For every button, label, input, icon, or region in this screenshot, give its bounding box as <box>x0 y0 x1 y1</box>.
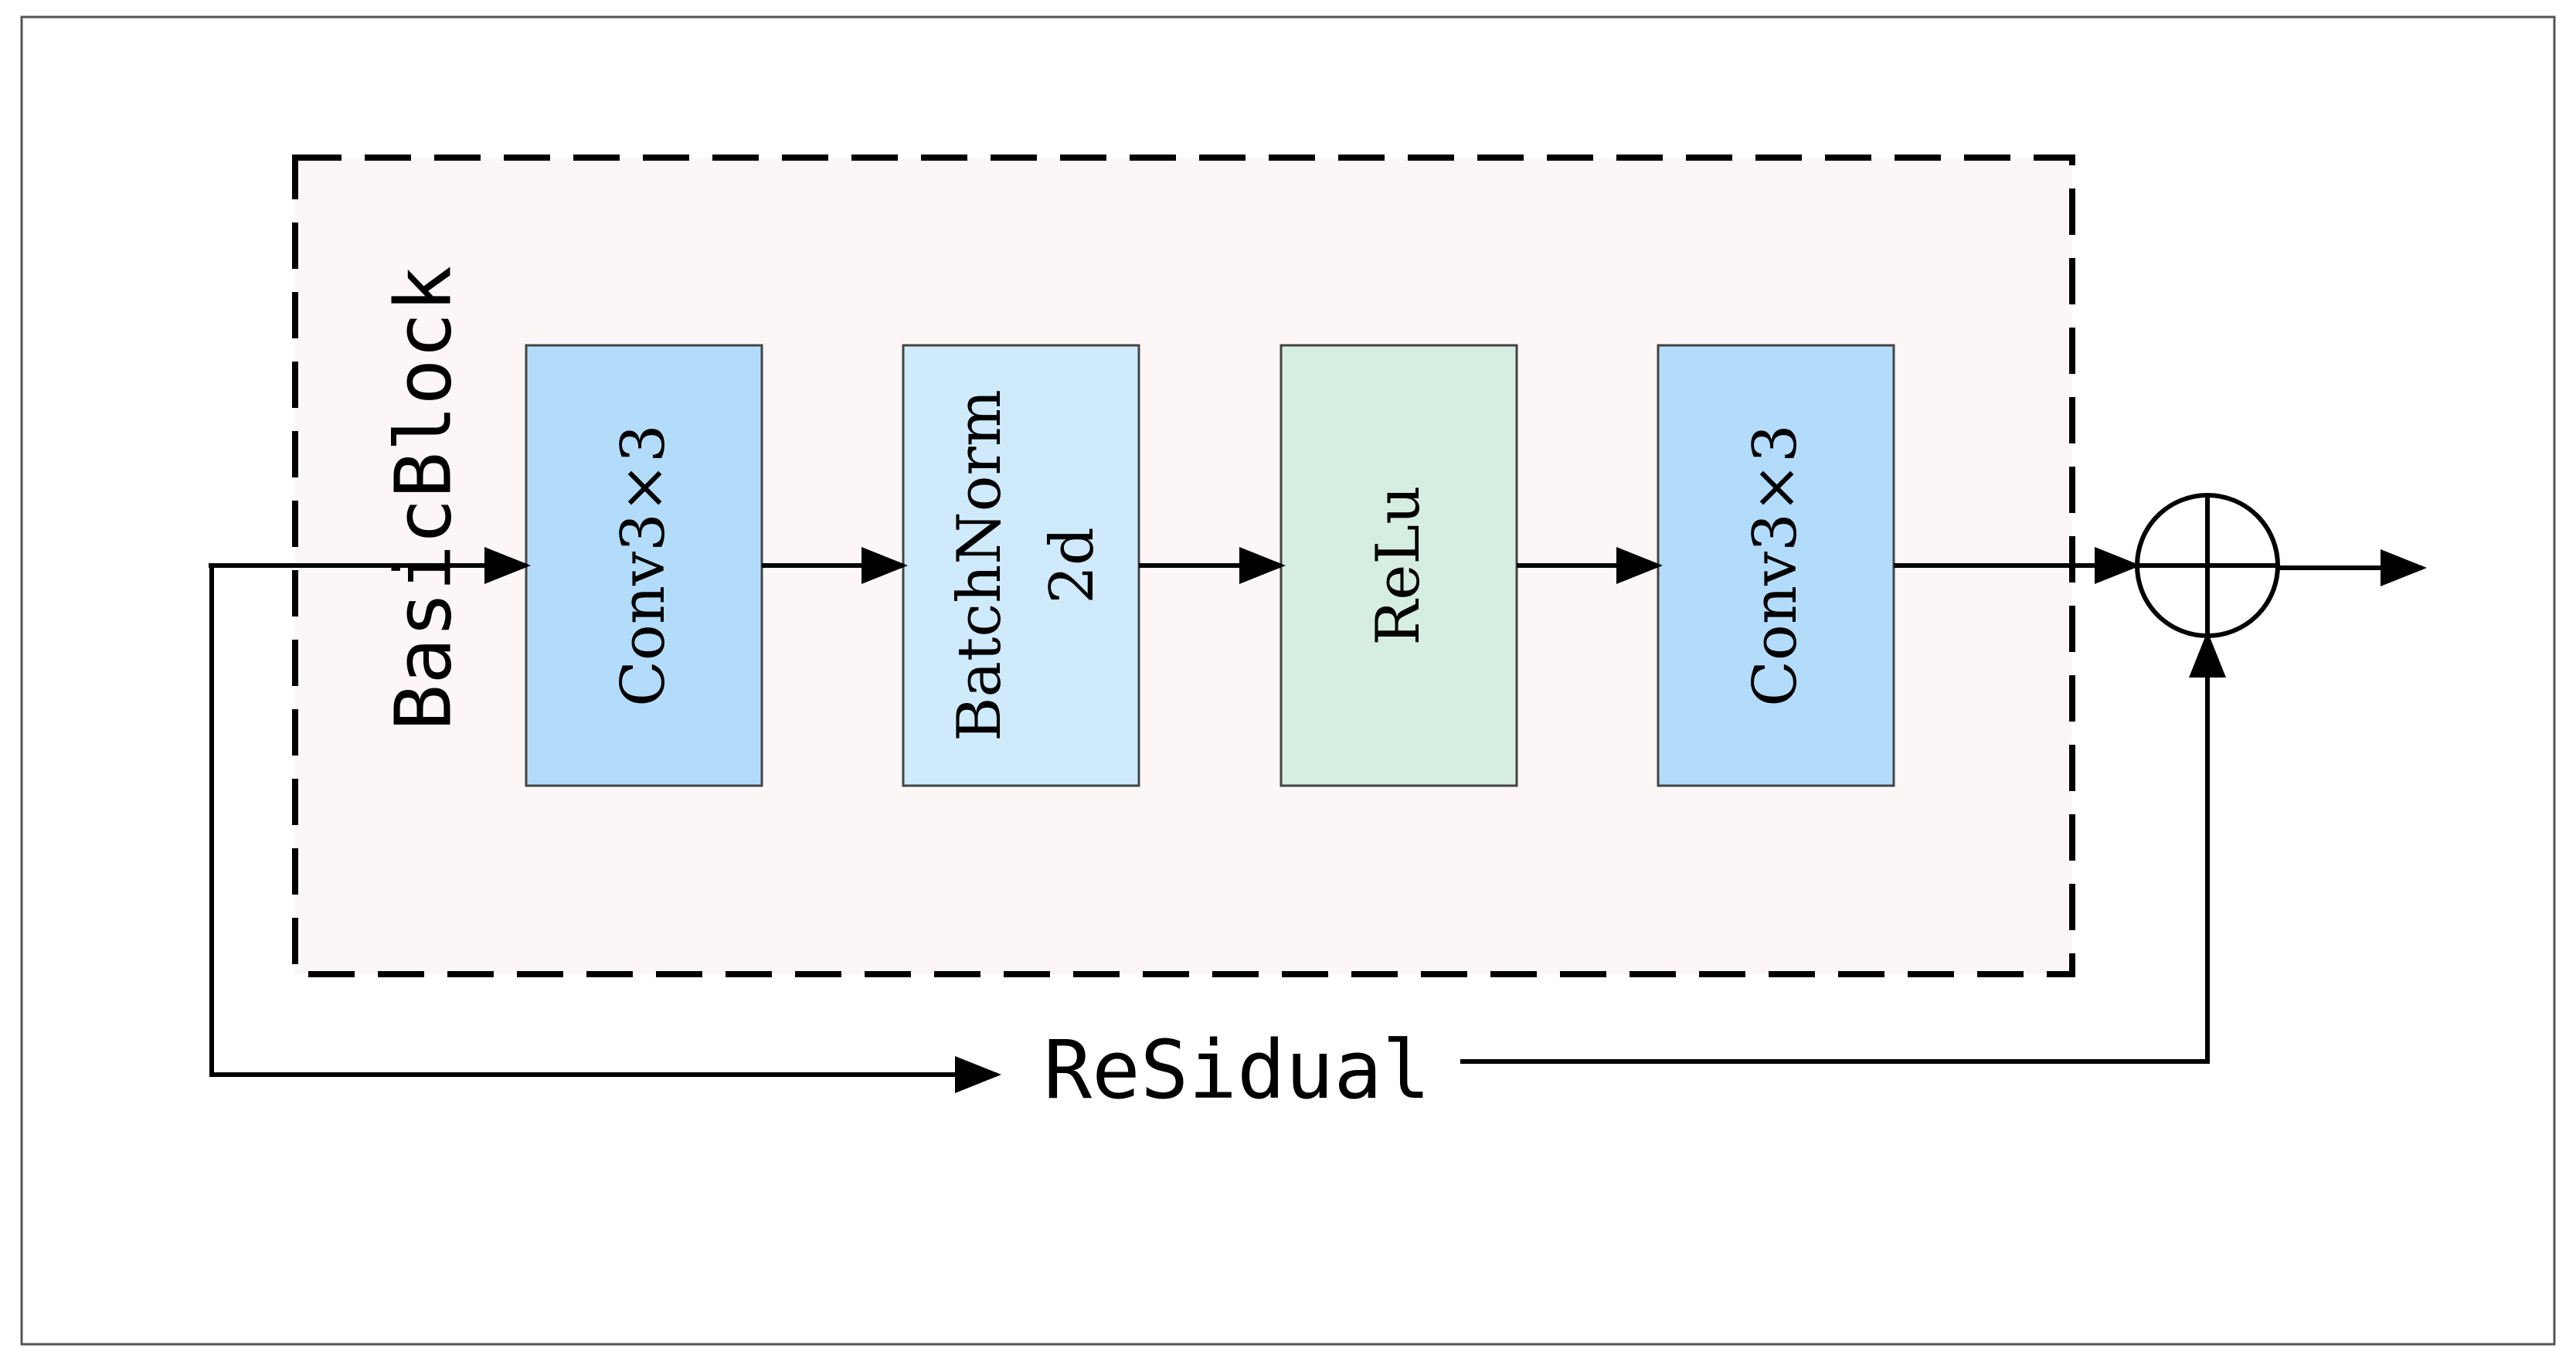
relu-box <box>1280 344 1518 787</box>
conv-label-1: Conv3×3 <box>609 424 678 707</box>
conv-label-2: Conv3×3 <box>1741 424 1810 707</box>
residual-path-right <box>1460 631 2226 1064</box>
outer-frame <box>20 15 2556 1346</box>
residual-path-left <box>209 566 1001 1093</box>
conv-box-1 <box>525 344 763 787</box>
conv-box-2 <box>1657 344 1895 787</box>
basic-block-label: BasicBlock <box>379 266 469 731</box>
batchnorm-label-line1: BatchNorm <box>945 389 1014 742</box>
residual-label: ReSidual <box>1044 1023 1431 1117</box>
relu-label: ReLu <box>1364 486 1433 646</box>
batchnorm-label-line2: 2d <box>1038 527 1107 604</box>
